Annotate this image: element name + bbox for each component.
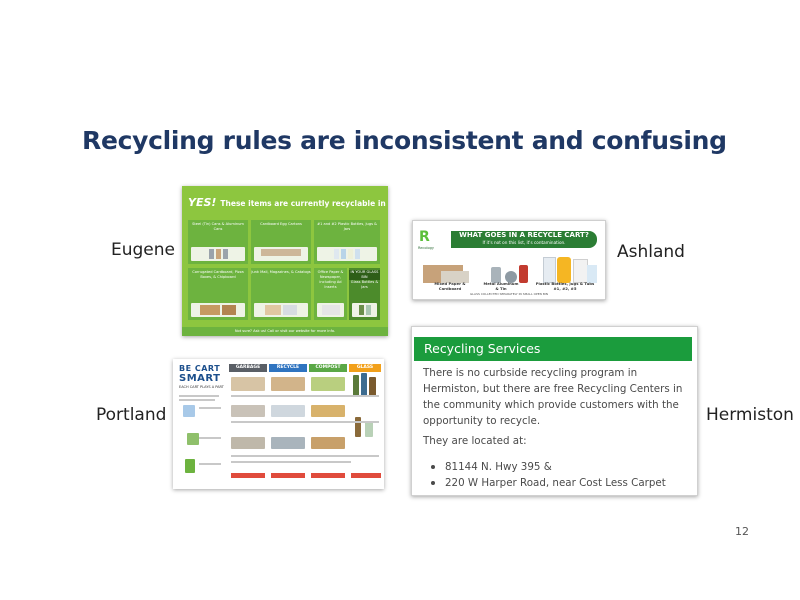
hermiston-header: Recycling Services xyxy=(414,337,692,361)
portland-title-line2: SMART xyxy=(179,373,221,384)
hermiston-recycling-info: Recycling Services There is no curbside … xyxy=(411,326,698,496)
can-shape xyxy=(491,267,501,283)
cans-image xyxy=(191,247,245,261)
ashland-banner-title: WHAT GOES IN A RECYCLE CART? xyxy=(459,231,589,239)
bottle-shape xyxy=(587,265,597,283)
recycle-items-image xyxy=(271,437,305,449)
eugene-recycling-flyer: YES!These items are currently recyclable… xyxy=(182,186,388,336)
cart-image xyxy=(183,405,195,417)
compost-items-image xyxy=(311,405,345,417)
portland-title-line1: BE CART xyxy=(179,364,221,373)
column-recycle: RECYCLE xyxy=(269,364,307,372)
recology-logo-text: Recology xyxy=(418,246,434,250)
portland-text-line xyxy=(231,461,351,463)
portland-title-line3: EACH CART PLAYS A PART xyxy=(179,385,224,389)
recycle-items-image xyxy=(271,377,305,391)
portland-text-line xyxy=(199,437,221,439)
glass-bin-tag: IN YOUR GLASS BIN xyxy=(349,270,380,280)
garbage-items-image xyxy=(231,377,265,391)
city-label-hermiston: Hermiston xyxy=(706,405,794,425)
ashland-items-image xyxy=(421,251,599,283)
ashland-banner: WHAT GOES IN A RECYCLE CART? If it's not… xyxy=(451,231,597,248)
compost-items-image xyxy=(311,437,345,449)
eugene-item-cell: Steel (Tin) Cans & Aluminum Cans xyxy=(188,220,248,264)
jug-shape xyxy=(573,259,588,283)
detergent-bottle-shape xyxy=(557,257,571,283)
garbage-items-image xyxy=(231,437,265,449)
page-number: 12 xyxy=(735,525,749,538)
compost-items-image xyxy=(311,377,345,391)
hermiston-location-item: 81144 N. Hwy 395 & xyxy=(431,459,666,475)
portland-text-line xyxy=(231,421,379,423)
cardboard-image xyxy=(191,303,245,317)
glass-bottle-image xyxy=(361,373,367,397)
glass-jar-image xyxy=(365,421,373,437)
ashland-banner-sub: If it's not on this list, it's contamina… xyxy=(482,240,566,245)
hermiston-subheading: They are located at: xyxy=(423,435,527,447)
hermiston-location-list: 81144 N. Hwy 395 & 220 W Harper Road, ne… xyxy=(423,459,666,491)
city-label-portland: Portland xyxy=(96,405,167,425)
portland-text-line xyxy=(231,395,379,397)
eugene-flyer-heading-text: These items are currently recyclable in … xyxy=(220,199,388,208)
portland-text-line xyxy=(199,407,221,409)
portland-recycling-flyer: BE CART SMART EACH CART PLAYS A PART GAR… xyxy=(173,359,384,489)
portland-warning-bar xyxy=(351,473,381,478)
recycle-items-image xyxy=(271,405,305,417)
egg-carton-image xyxy=(254,247,308,261)
ashland-recycling-flyer: R Recology WHAT GOES IN A RECYCLE CART? … xyxy=(412,220,606,300)
portland-text-line xyxy=(231,455,379,457)
eugene-flyer-yes: YES! xyxy=(188,196,217,209)
eugene-flyer-footer: Not sure? Ask us! Call or visit our webs… xyxy=(182,327,388,336)
portland-warning-bar xyxy=(311,473,345,478)
can-shape xyxy=(505,271,517,283)
milk-jug-shape xyxy=(543,257,556,283)
ashland-item-label: Mixed Paper & Cardboard xyxy=(434,281,466,291)
column-compost: COMPOST xyxy=(309,364,347,372)
eugene-item-cell: Office Paper & Newspaper, including Ad I… xyxy=(314,268,347,320)
glass-bottles-image xyxy=(352,303,377,317)
bin-image xyxy=(187,433,199,445)
bucket-image xyxy=(185,459,195,473)
city-label-ashland: Ashland xyxy=(617,242,685,262)
glass-bottle-image xyxy=(369,377,376,397)
ashland-item-label: Metal Aluminum & Tin xyxy=(483,281,519,291)
column-garbage: GARBAGE xyxy=(229,364,267,372)
ashland-item-label: Plastic Bottles, Jugs & Tubs #1, #2, #5 xyxy=(535,281,595,291)
hermiston-paragraph: There is no curbside recycling program i… xyxy=(423,367,683,427)
ashland-glass-note: GLASS COLLECTED SEPARATELY IN SMALL OPEN… xyxy=(469,292,549,296)
recology-logo: R xyxy=(419,229,430,245)
can-shape xyxy=(519,265,528,283)
paper-shape xyxy=(441,271,469,283)
portland-warning-bar xyxy=(271,473,305,478)
portland-text-line xyxy=(199,463,221,465)
eugene-item-cell: #1 and #2 Plastic Bottles, Jugs & Jars xyxy=(314,220,380,264)
plastic-bottles-image xyxy=(317,247,377,261)
glass-bottle-image xyxy=(353,375,359,397)
slide-title: Recycling rules are inconsistent and con… xyxy=(82,126,727,155)
column-glass: GLASS xyxy=(349,364,381,372)
eugene-item-cell: IN YOUR GLASS BIN Glass Bottles & Jars xyxy=(349,268,380,320)
eugene-item-cell: Cardboard Egg Cartons xyxy=(251,220,311,264)
city-label-eugene: Eugene xyxy=(111,240,175,260)
office-paper-image xyxy=(317,303,344,317)
glass-bottle-image xyxy=(355,417,361,437)
eugene-item-cell: Corrugated Cardboard, Pizza Boxes, & Chi… xyxy=(188,268,248,320)
eugene-item-cell: Junk Mail, Magazines, & Catalogs xyxy=(251,268,311,320)
garbage-items-image xyxy=(231,405,265,417)
magazines-image xyxy=(254,303,308,317)
portland-text-line xyxy=(179,399,215,401)
hermiston-location-item: 220 W Harper Road, near Cost Less Carpet xyxy=(431,477,666,489)
portland-text-line xyxy=(179,395,219,397)
eugene-flyer-heading: YES!These items are currently recyclable… xyxy=(188,196,388,209)
portland-warning-bar xyxy=(231,473,265,478)
